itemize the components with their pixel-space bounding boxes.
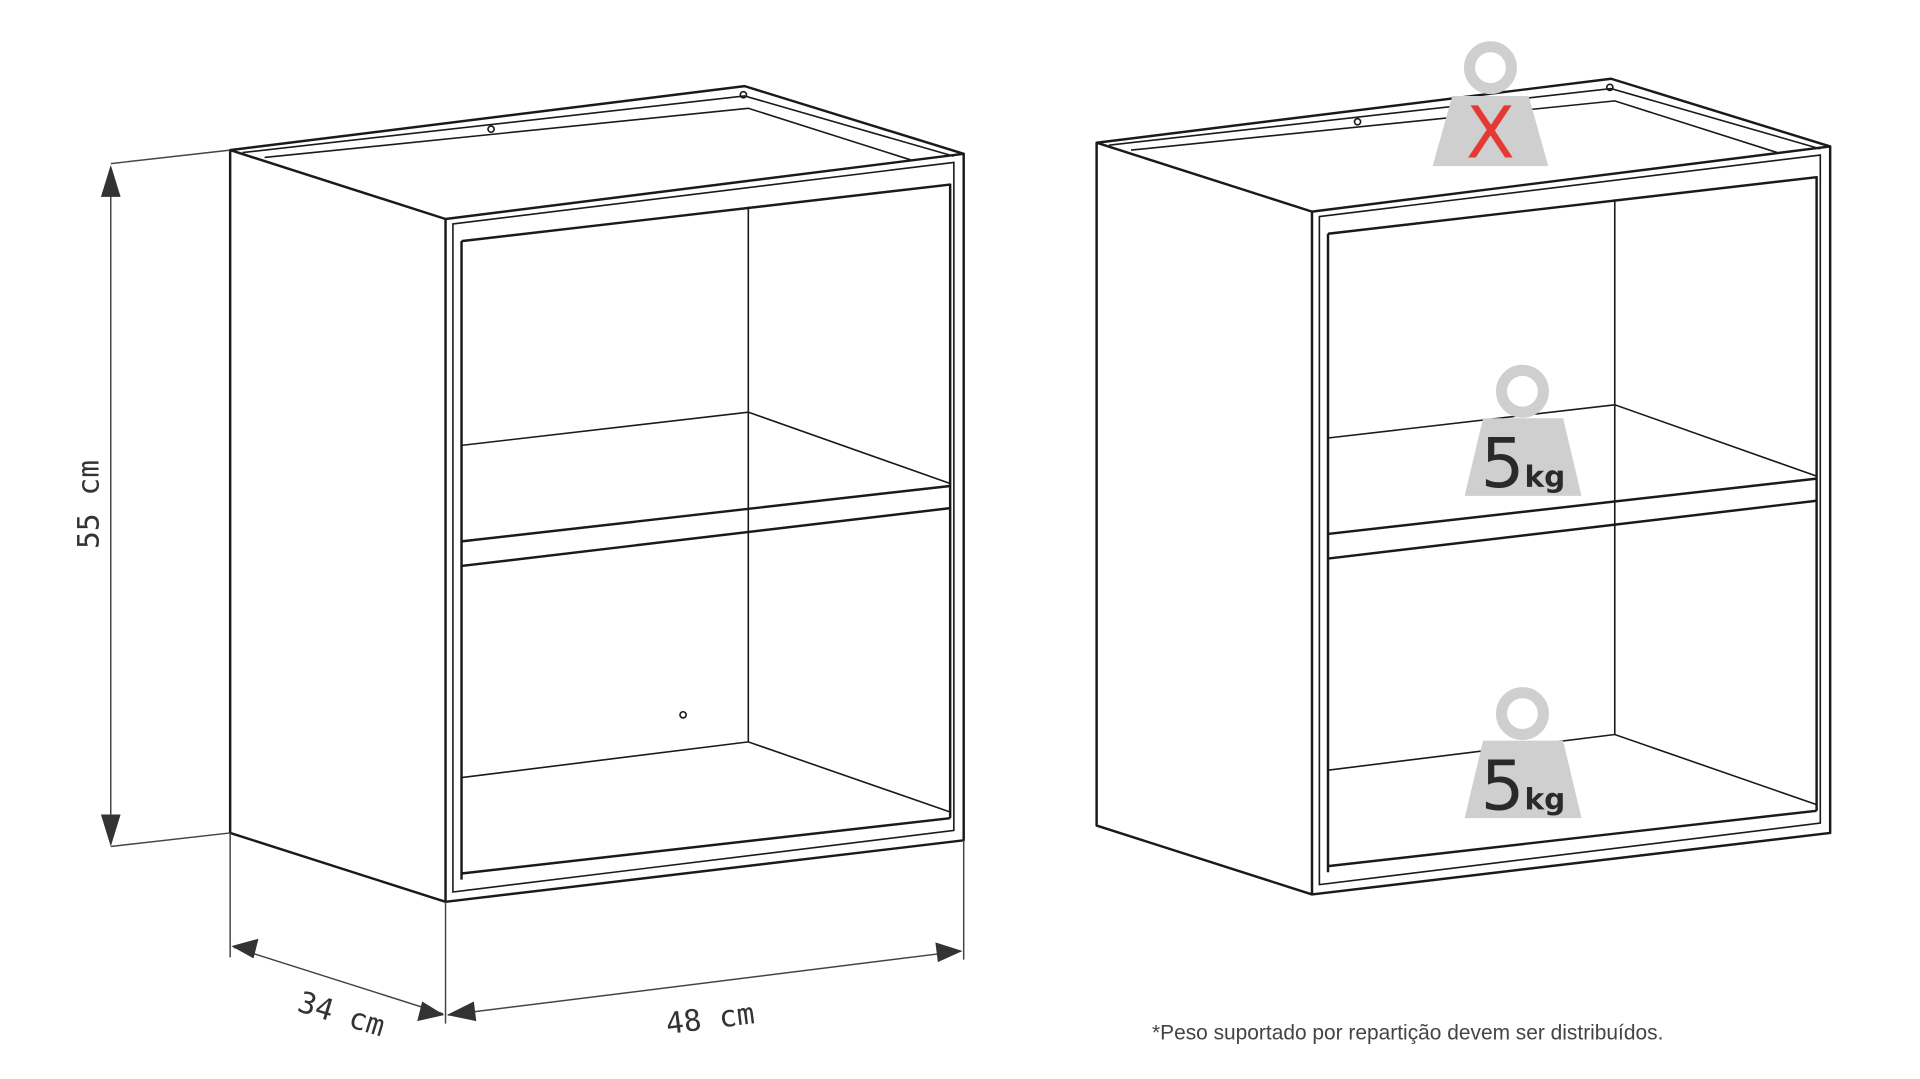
weight-unit: kg	[1524, 460, 1565, 494]
width-dimension-label: 48 cm	[664, 996, 756, 1041]
svg-text:5kg: 5kg	[1481, 424, 1566, 504]
cabinet-dimensions-view: 55 cm 34 cm 48 cm	[71, 84, 965, 1043]
no-weight-icon: X	[1432, 41, 1549, 174]
no-weight-label: X	[1466, 91, 1515, 174]
weight-value: 5	[1481, 747, 1525, 827]
cabinet-weight-view: X 5kg 5kg	[1095, 41, 1832, 896]
weight-icon-bottom: 5kg	[1464, 687, 1582, 827]
height-dimension-label: 55 cm	[71, 460, 105, 549]
weight-icon-middle: 5kg	[1464, 364, 1582, 504]
depth-dimension-label: 34 cm	[294, 985, 389, 1043]
svg-text:5kg: 5kg	[1481, 747, 1566, 827]
footnote: *Peso suportado por repartição devem ser…	[1152, 1022, 1663, 1045]
weight-value: 5	[1481, 424, 1525, 504]
weight-unit: kg	[1524, 783, 1565, 817]
